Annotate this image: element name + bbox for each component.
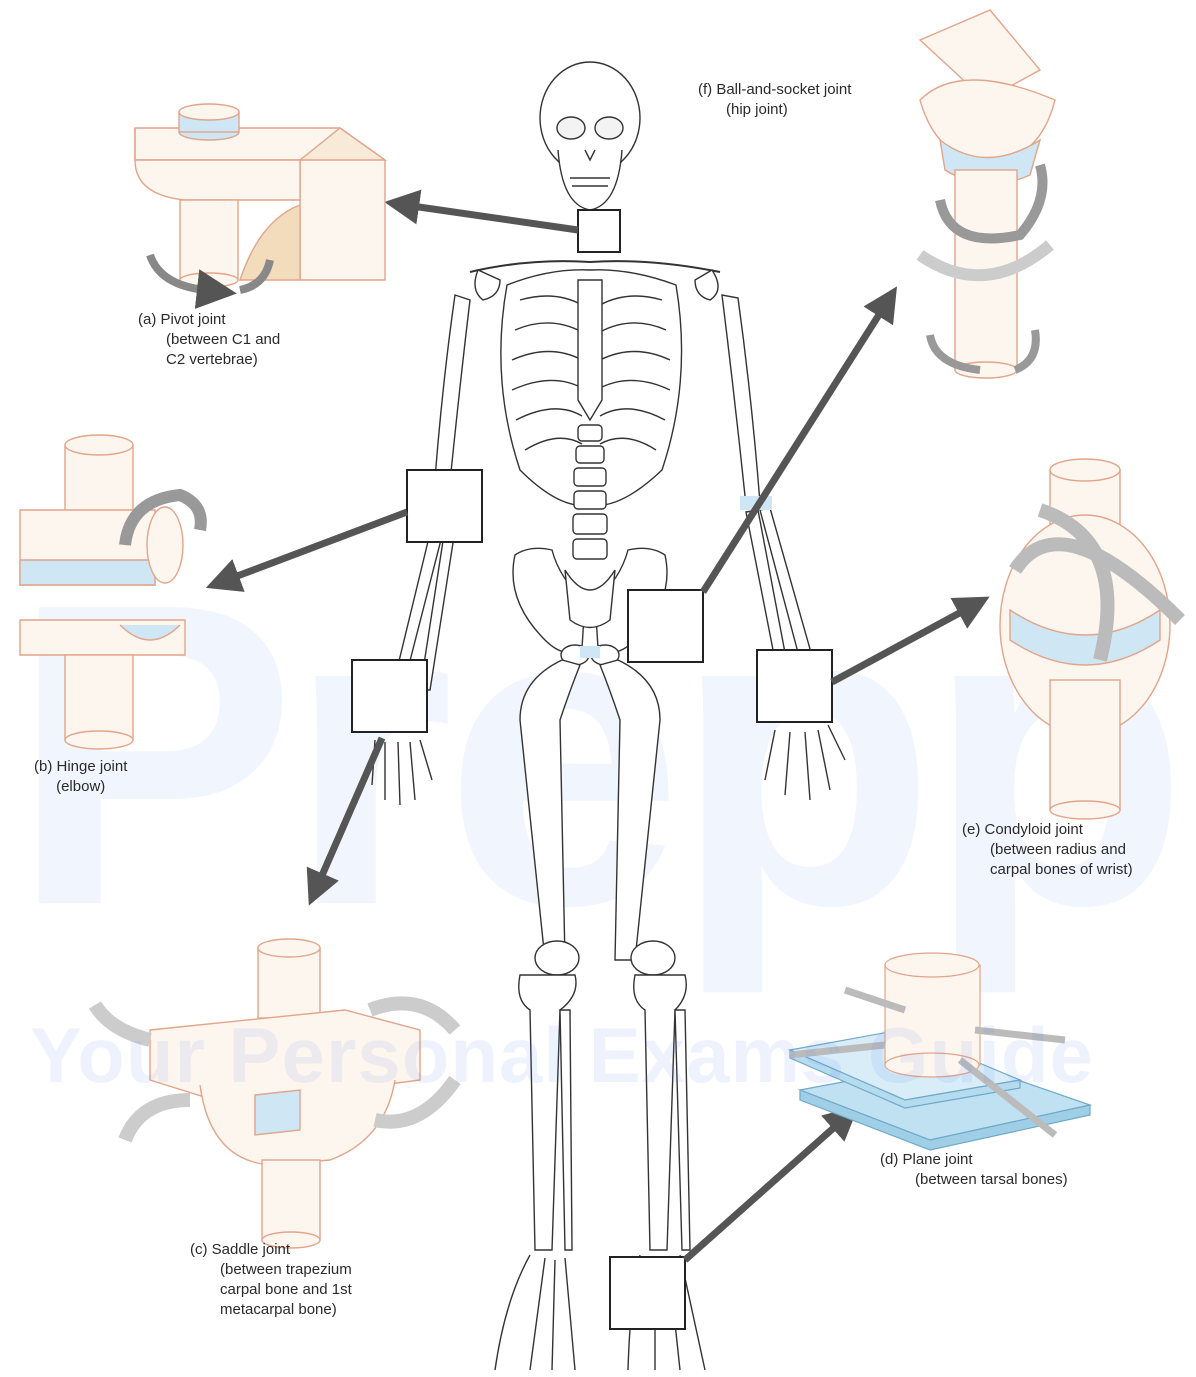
saddle-title: (c) Saddle joint (190, 1240, 352, 1260)
pivot-joint-model (135, 104, 385, 290)
pivot-location-2: C2 vertebrae) (138, 350, 280, 370)
pivot-location-1: (between C1 and (138, 330, 280, 350)
hinge-joint-model (20, 435, 201, 749)
condyloid-joint-model (1000, 459, 1180, 819)
arrow-to-condyloid (832, 610, 965, 682)
arrow-to-saddle (320, 738, 382, 880)
arrow-to-plane (685, 1124, 838, 1260)
condyloid-title: (e) Condyloid joint (962, 820, 1133, 840)
ball-title: (f) Ball-and-socket joint (698, 80, 851, 100)
ball-location: (hip joint) (698, 100, 851, 120)
legs (495, 590, 705, 1370)
condyloid-location-2: carpal bones of wrist) (962, 860, 1133, 880)
label-pivot-joint: (a) Pivot joint (between C1 and C2 verte… (138, 310, 280, 370)
saddle-location-1: (between trapezium (190, 1260, 352, 1280)
pivot-joint-box (578, 210, 620, 252)
watermark-tagline: Your Personal Exams Guide (30, 1010, 1094, 1101)
saddle-joint-box (352, 660, 427, 732)
skeleton (352, 62, 845, 1370)
saddle-location-3: metacarpal bone) (190, 1300, 352, 1320)
condyloid-joint-box (757, 650, 832, 722)
plane-title: (d) Plane joint (880, 1150, 1068, 1170)
saddle-location-2: carpal bone and 1st (190, 1280, 352, 1300)
hinge-joint-box (407, 470, 482, 542)
plane-location: (between tarsal bones) (880, 1170, 1068, 1190)
skull (540, 62, 640, 210)
arrow-to-pivot (412, 206, 578, 230)
arrow-to-hinge (232, 512, 407, 578)
hinge-title: (b) Hinge joint (34, 757, 127, 777)
pivot-title: (a) Pivot joint (138, 310, 280, 330)
ball-joint-box (628, 590, 703, 662)
label-plane-joint: (d) Plane joint (between tarsal bones) (880, 1150, 1068, 1190)
label-condyloid-joint: (e) Condyloid joint (between radius and … (962, 820, 1133, 880)
lumbar-spine (573, 425, 607, 559)
plane-joint-box (610, 1257, 685, 1329)
label-hinge-joint: (b) Hinge joint (elbow) (34, 757, 127, 797)
label-saddle-joint: (c) Saddle joint (between trapezium carp… (190, 1240, 352, 1320)
condyloid-location-1: (between radius and (962, 840, 1133, 860)
right-arm (352, 295, 482, 805)
left-arm (722, 295, 845, 800)
hinge-location: (elbow) (34, 777, 127, 797)
label-ball-socket-joint: (f) Ball-and-socket joint (hip joint) (698, 80, 851, 120)
ball-joint-model (920, 10, 1055, 378)
